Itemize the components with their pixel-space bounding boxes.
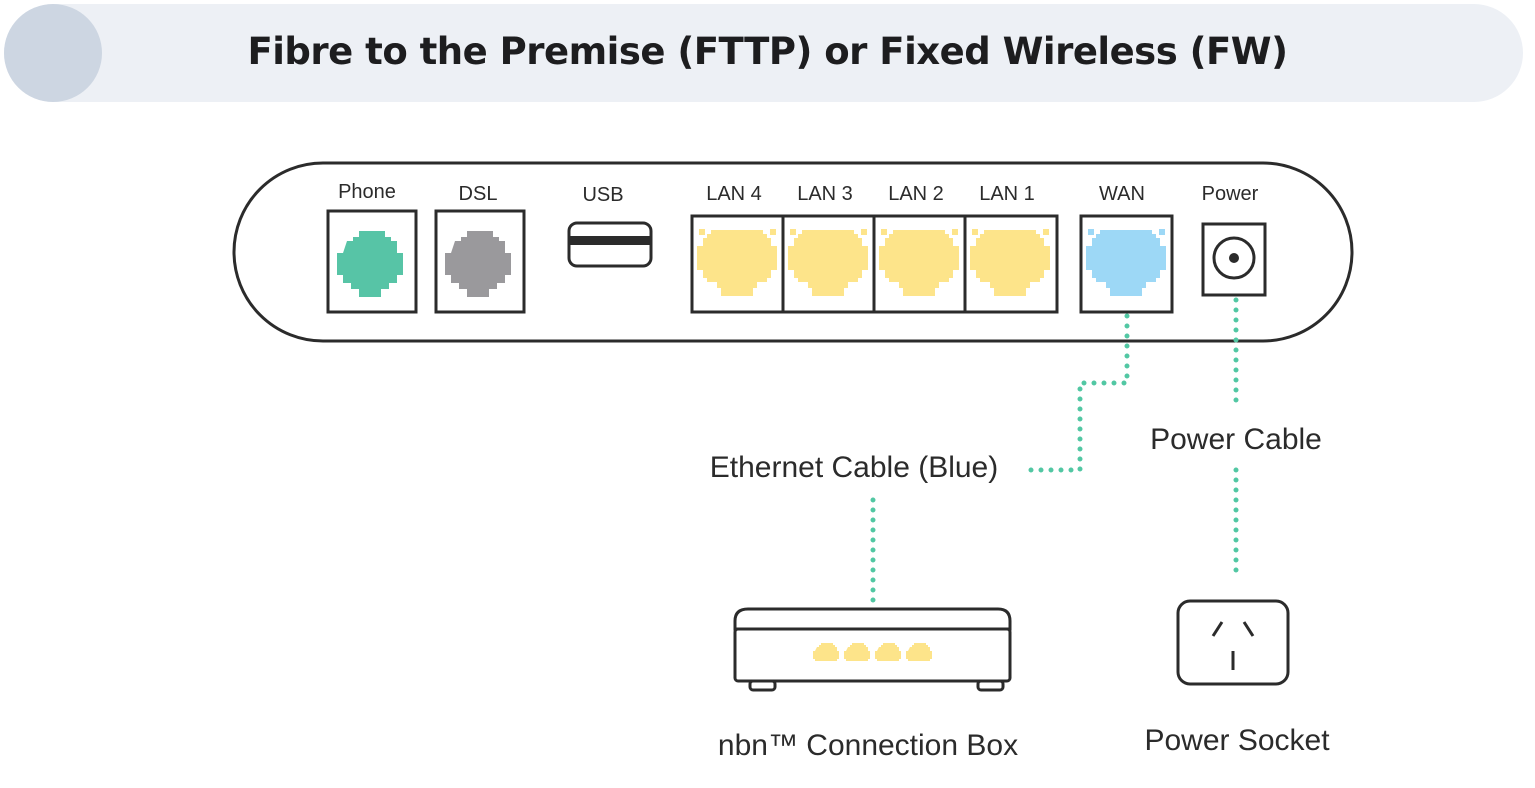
title-banner bbox=[4, 4, 1523, 102]
nbn-connection-box bbox=[733, 607, 1012, 692]
banner-circle-decoration bbox=[4, 4, 102, 102]
port-label-lan3: LAN 3 bbox=[797, 183, 853, 205]
power-port bbox=[1201, 222, 1267, 297]
wan-port bbox=[1079, 214, 1174, 314]
lan2-port bbox=[879, 229, 959, 296]
port-label-lan4: LAN 4 bbox=[706, 183, 762, 205]
port-label-lan1: LAN 1 bbox=[979, 183, 1035, 205]
phone-port bbox=[326, 209, 418, 314]
usb-port bbox=[567, 221, 653, 268]
lan3-port bbox=[788, 229, 868, 296]
dsl-port bbox=[434, 209, 526, 314]
lan1-port bbox=[970, 229, 1050, 296]
nbn-box-label: nbn™ Connection Box bbox=[718, 729, 1018, 762]
port-label-power: Power bbox=[1202, 183, 1259, 205]
ethernet-cable-label: Ethernet Cable (Blue) bbox=[710, 451, 999, 484]
port-label-lan2: LAN 2 bbox=[888, 183, 944, 205]
power-cable-label: Power Cable bbox=[1150, 423, 1322, 456]
port-label-dsl: DSL bbox=[459, 183, 498, 205]
port-label-phone: Phone bbox=[338, 181, 396, 203]
power-socket-label: Power Socket bbox=[1144, 724, 1330, 757]
power-socket bbox=[1176, 599, 1290, 686]
ethernet-cable-path bbox=[1022, 313, 1130, 473]
port-label-wan: WAN bbox=[1099, 183, 1145, 205]
lan4-port bbox=[697, 229, 777, 296]
page-title: Fibre to the Premise (FTTP) or Fixed Wir… bbox=[247, 30, 1288, 73]
port-label-usb: USB bbox=[582, 184, 623, 206]
